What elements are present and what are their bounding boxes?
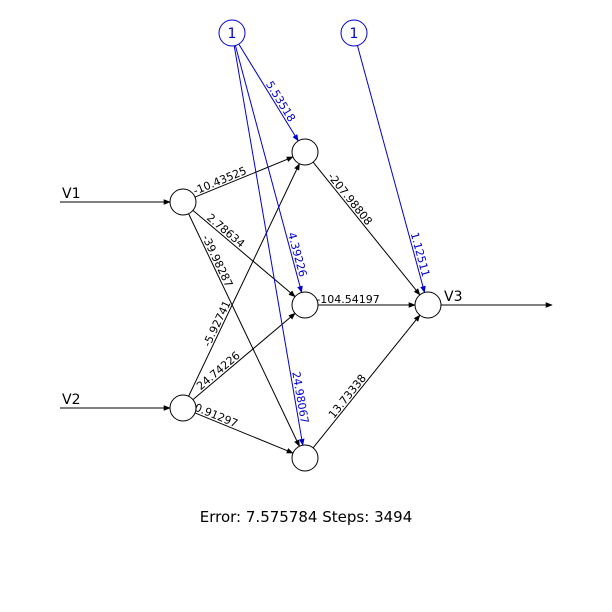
in2-to-h1-weight-label: -5.92741 xyxy=(201,299,234,349)
bias-to-h3-edge xyxy=(233,45,305,446)
h1-to-out-edge xyxy=(312,161,421,296)
edges-layer xyxy=(60,43,553,454)
in2-to-h3-edge xyxy=(194,412,294,454)
footer-summary: Error: 7.575784 Steps: 3494 xyxy=(200,508,413,526)
hidden-node-2 xyxy=(291,291,319,319)
input-2-label: V2 xyxy=(62,392,80,408)
steps-label: Steps: xyxy=(322,508,369,526)
h1-to-out-weight-label: -207.98808 xyxy=(325,170,375,228)
in2-to-h2-edge xyxy=(192,312,296,400)
input-node-2 xyxy=(169,394,197,422)
bias-to-h2-edge xyxy=(234,45,303,294)
output-label: V3 xyxy=(444,289,462,305)
in1-to-h1-weight-label: -10.43525 xyxy=(191,164,248,197)
hidden-node-3 xyxy=(291,444,319,472)
h2-to-out-weight-label: -104.54197 xyxy=(316,293,379,306)
bias-to-h1-weight-label: 5.53518 xyxy=(263,79,298,125)
input-1-label: V1 xyxy=(62,186,80,202)
bias-to-out-weight-label: 1.12511 xyxy=(408,231,432,278)
bias-node-2 xyxy=(340,19,368,47)
in1-to-h1-edge xyxy=(194,156,294,198)
error-value: 7.575784 xyxy=(246,508,318,526)
in1-to-h2-edge xyxy=(192,210,296,298)
bias-node-1-label: 1 xyxy=(228,26,237,42)
weight-labels-layer: -10.435252.78634-39.98287-5.9274124.7422… xyxy=(62,79,462,431)
bias-node-2-label: 1 xyxy=(350,26,359,42)
error-label: Error: xyxy=(200,508,241,526)
hidden-node-1 xyxy=(291,138,319,166)
in2-to-h3-weight-label: -0.91297 xyxy=(189,400,240,431)
bias-to-out-edge xyxy=(356,45,426,294)
steps-value: 3494 xyxy=(374,508,412,526)
bias-node-1 xyxy=(218,19,246,47)
bias-to-h3-weight-label: 24.98067 xyxy=(289,371,311,425)
h3-to-out-edge xyxy=(312,314,421,449)
output-node xyxy=(414,291,442,319)
bias-to-h1-edge xyxy=(238,43,299,142)
in2-to-h1-edge xyxy=(188,163,300,397)
input-node-1 xyxy=(169,188,197,216)
h3-to-out-weight-label: 13.73338 xyxy=(326,372,369,421)
bias-to-h2-weight-label: 4.39226 xyxy=(285,231,309,278)
in2-to-h2-weight-label: 24.74226 xyxy=(194,349,243,393)
in1-to-h3-edge xyxy=(188,213,300,447)
